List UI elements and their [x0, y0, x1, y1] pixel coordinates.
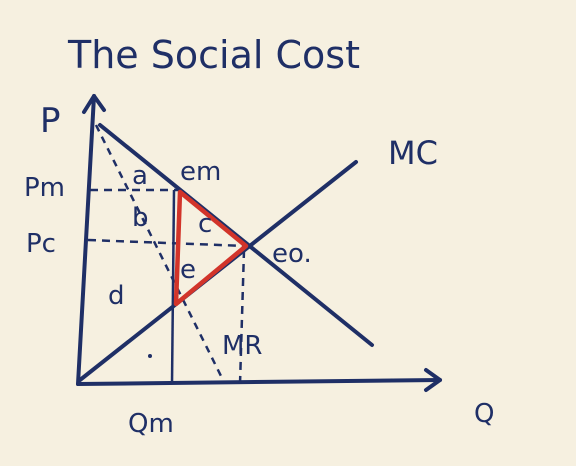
pm-label: Pm [24, 173, 65, 203]
qc-vertical-line [238, 249, 246, 385]
qm-label: Qm [128, 409, 174, 439]
qm-vertical-line [170, 189, 176, 385]
q-axis-label: Q [474, 399, 494, 429]
em-label: em [180, 157, 221, 187]
diagram-title: The Social Cost [67, 33, 360, 77]
price-axis [76, 94, 96, 386]
mr-label: MR [222, 331, 263, 361]
area-a-label: a [132, 161, 148, 191]
p-axis-label: P [40, 101, 61, 141]
quantity-axis-arrow [424, 368, 442, 392]
deadweight-loss-triangle [173, 189, 249, 307]
area-c-label: c [198, 209, 212, 239]
mr-curve [94, 124, 224, 379]
stray-mark [148, 354, 152, 358]
quantity-axis [76, 378, 442, 386]
pc-label: Pc [26, 229, 56, 259]
pc-dashed-line [87, 238, 247, 248]
mc-label: MC [388, 134, 438, 172]
area-d-label: d [108, 281, 125, 311]
price-axis-arrow [82, 94, 106, 114]
area-b-label: b [132, 203, 149, 233]
area-e-label: e [180, 255, 196, 285]
eo-label: eo. [272, 239, 312, 269]
